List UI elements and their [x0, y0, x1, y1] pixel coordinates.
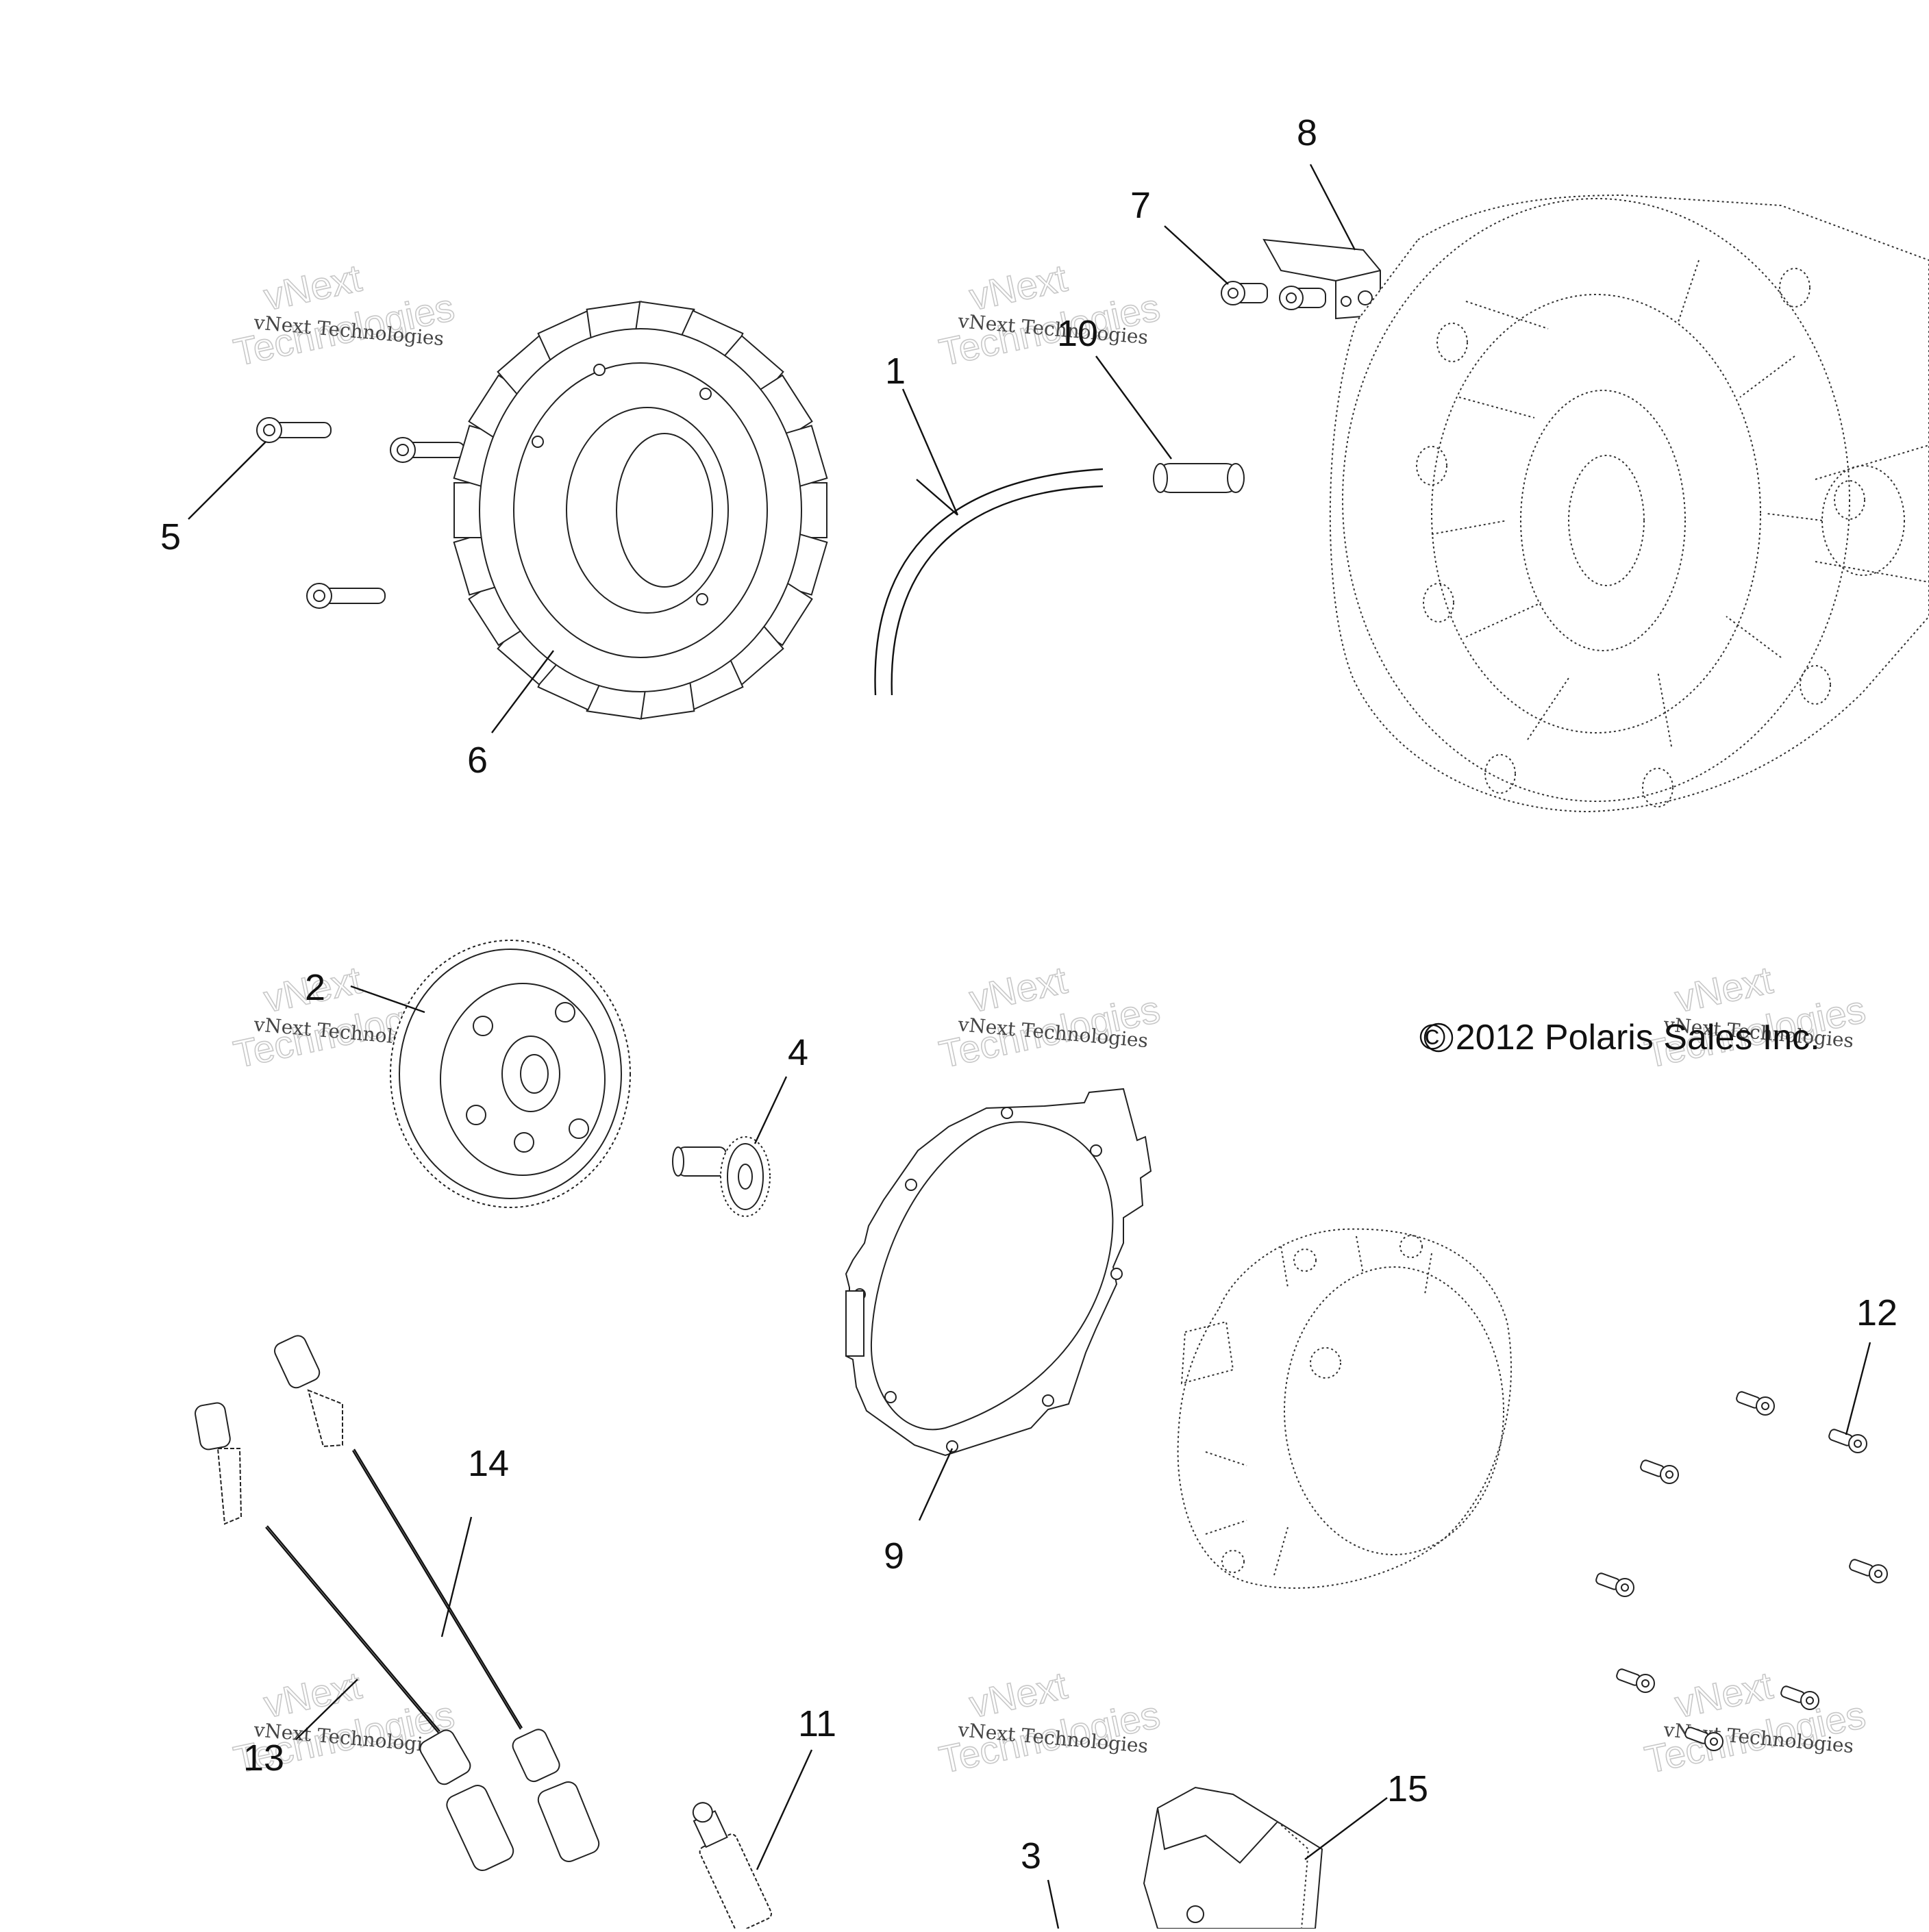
leader-line-14 [440, 1516, 473, 1638]
bolt [1616, 1668, 1655, 1693]
callout-15: 15 [1387, 1768, 1428, 1809]
callout-6: 6 [467, 740, 488, 781]
leader-line-7 [1164, 225, 1229, 285]
bolt [1780, 1685, 1819, 1710]
leader-line-4 [754, 1076, 788, 1144]
callout-8: 8 [1297, 112, 1317, 153]
part-4-gear[interactable] [672, 1136, 771, 1217]
copyright-notice: © 2012 Polaris Sales Inc. [1419, 1018, 1820, 1057]
crankcase-housing [1329, 194, 1929, 813]
bolt [1595, 1572, 1634, 1597]
part-1-o-ring-inner [891, 485, 1104, 696]
leader-line-3 [1047, 1879, 1060, 1929]
leader-line-15 [1304, 1797, 1388, 1860]
part-7-bolts[interactable] [1221, 281, 1326, 310]
callout-11: 11 [798, 1703, 836, 1744]
bolt [306, 583, 386, 609]
leader-line-2 [350, 985, 425, 1014]
part-2-flywheel[interactable] [390, 940, 631, 1208]
part-8-bracket[interactable] [1262, 238, 1381, 320]
part-13-plug-wire[interactable] [194, 1402, 517, 1874]
bolt [1684, 1727, 1723, 1751]
callout-1: 1 [885, 351, 906, 392]
part-12-bolts[interactable] [1595, 1391, 1888, 1751]
watermark-top-left: vNext Technologies [229, 255, 458, 375]
part-5-bolts[interactable] [256, 417, 465, 609]
callout-5: 5 [160, 516, 181, 557]
watermark-mid-center: vNext Technologies [935, 957, 1164, 1077]
part-14-plug-wire[interactable] [272, 1333, 601, 1864]
callout-7: 7 [1130, 185, 1151, 226]
bolt [1849, 1559, 1888, 1583]
part-10-dowel[interactable] [1153, 463, 1245, 493]
part-15-module[interactable] [1143, 1786, 1323, 1929]
callout-10: 10 [1057, 313, 1098, 354]
part-6-stator[interactable] [453, 301, 828, 720]
watermark-top-mid: vNext Technologies [935, 255, 1164, 375]
part-9-gasket[interactable] [845, 1088, 1152, 1457]
stator-cover [1177, 1228, 1512, 1589]
callout-3: 3 [1021, 1835, 1041, 1877]
leader-line-11 [756, 1749, 813, 1870]
leader-line-13 [295, 1679, 358, 1740]
callout-4: 4 [788, 1032, 808, 1073]
part-11-spark-plug[interactable] [681, 1795, 773, 1932]
leader-line-1-a [916, 479, 958, 516]
leader-line-6 [491, 650, 554, 733]
callout-14: 14 [468, 1443, 509, 1484]
leader-line-8 [1309, 164, 1356, 251]
bolt [256, 417, 332, 443]
callout-13: 13 [243, 1737, 284, 1779]
bolt [390, 437, 465, 463]
callout-12: 12 [1856, 1292, 1897, 1333]
bolt [1736, 1391, 1775, 1416]
leader-line-9 [918, 1448, 954, 1521]
leader-line-1 [901, 388, 959, 516]
bolt [1640, 1459, 1679, 1484]
bolt [1828, 1429, 1867, 1453]
watermark-bottom-right: vNext Technologies [1641, 1663, 1869, 1782]
watermark-bottom-center: vNext Technologies [935, 1663, 1164, 1782]
callout-9: 9 [884, 1535, 904, 1577]
leader-line-5 [188, 441, 266, 520]
leader-line-10 [1095, 355, 1172, 460]
callout-2: 2 [305, 967, 325, 1008]
part-1-o-ring[interactable] [874, 468, 1104, 696]
copyright-symbol-ring [1423, 1023, 1454, 1053]
leader-line-12 [1845, 1342, 1871, 1435]
